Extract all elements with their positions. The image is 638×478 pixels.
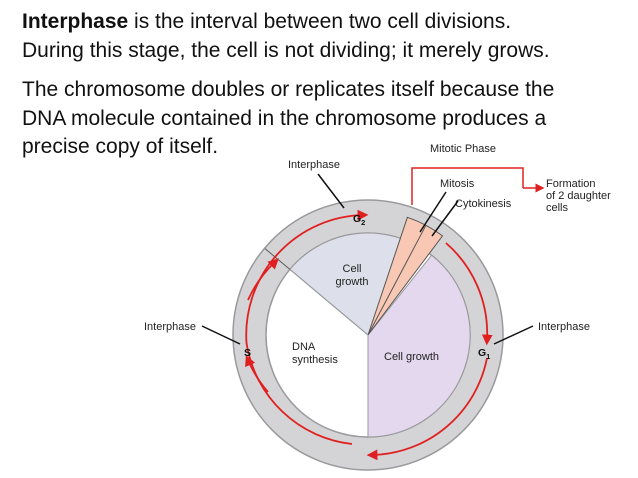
formation-label-line2: of 2 daughter <box>546 190 611 202</box>
mitotic-phase-bracket <box>411 167 524 205</box>
intro-line-1-rest: is the interval between two cell divisio… <box>128 10 512 33</box>
dna-synthesis-line1: DNA <box>292 341 316 353</box>
s-g2-divider <box>289 269 369 336</box>
formation-label-line1: Formation <box>546 178 596 190</box>
cycle-arrow-bottom <box>366 357 488 461</box>
mitotic-phase-label: Mitotic Phase <box>430 143 496 155</box>
interphase-top-pointer <box>317 173 345 209</box>
interphase-left-pointer <box>201 325 241 345</box>
cell-growth-top-line1: Cell <box>343 263 362 275</box>
mitosis-cytokinesis-divider <box>367 225 427 336</box>
replication-line-1: The chromosome doubles or replicates its… <box>22 78 555 101</box>
replication-line-3: precise copy of itself. <box>22 135 219 158</box>
formation-label-line3: cells <box>546 202 569 214</box>
cycle-arrow-left-upper <box>247 258 279 301</box>
interphase-left-label: Interphase <box>144 321 196 333</box>
replication-paragraph: The chromosome doubles or replicates its… <box>22 76 614 162</box>
dna-synthesis-line2: synthesis <box>292 354 338 366</box>
replication-line-2: DNA molecule contained in the chromosome… <box>22 106 547 130</box>
cytokinesis-pointer <box>431 200 459 237</box>
g1-label: G1 <box>478 347 490 361</box>
cell-growth-top-line2: growth <box>335 276 368 288</box>
intro-line-2: During this stage, the cell is not divid… <box>22 38 550 62</box>
cycle-arrow-right-upper <box>445 242 493 346</box>
intro-paragraph: Interphase is the interval between two c… <box>22 8 614 65</box>
interphase-top-label: Interphase <box>288 159 340 171</box>
g2-label: G2 <box>353 213 365 227</box>
s-label: S <box>244 347 251 359</box>
interphase-right-pointer <box>493 325 534 345</box>
interphase-term: Interphase <box>22 10 129 33</box>
cycle-arrow-left-lower <box>245 355 269 393</box>
mitosis-label: Mitosis <box>440 178 475 190</box>
g1-phase-sector <box>367 254 471 438</box>
cycle-arrow-left <box>245 209 369 445</box>
mitosis-pointer <box>419 191 447 233</box>
cytokinesis-label: Cytokinesis <box>455 198 512 210</box>
interphase-right-label: Interphase <box>538 321 590 333</box>
cell-growth-right: Cell growth <box>384 351 439 363</box>
